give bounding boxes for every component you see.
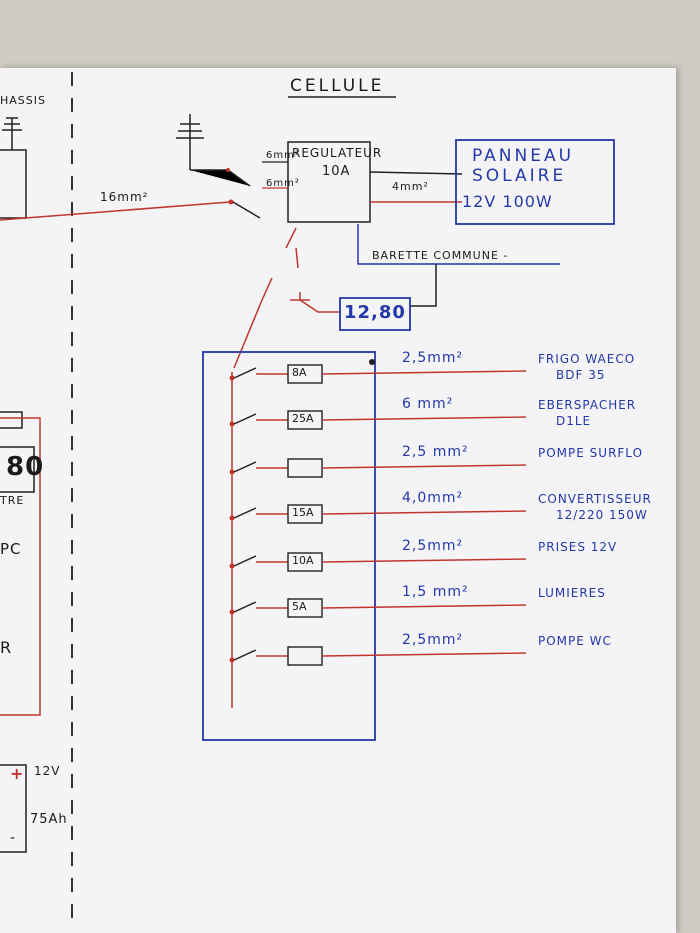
wire-gauge: 2,5 mm²: [402, 444, 469, 460]
circuit-switch: [233, 555, 257, 567]
left-ground-symbol: [2, 117, 22, 150]
fuse-rating: 25A: [292, 412, 314, 425]
regulator-rating: 10A: [322, 164, 351, 179]
battery-capacity: 75Ah: [30, 812, 68, 827]
circuit-wire: [321, 416, 527, 421]
bus-node: [229, 563, 235, 569]
wire-gauge: 2,5mm²: [402, 632, 464, 648]
regulator-box: [287, 141, 371, 223]
bus-node: [229, 657, 235, 663]
left-tre-label: TRE: [0, 494, 25, 507]
left-r-label: R: [0, 638, 13, 657]
chassis-label: HASSIS: [0, 94, 46, 107]
load-name: CONVERTISSEUR: [538, 492, 652, 506]
paper-sheet: [0, 68, 676, 933]
circuit-wire: [321, 464, 527, 469]
circuit-switch: [233, 461, 257, 473]
left-box-top: [0, 149, 27, 219]
circuit-switch: [233, 601, 257, 613]
regulator-wire-top: 6mm²: [266, 150, 300, 161]
bar-commune-label: BARETTE COMMUNE -: [372, 249, 509, 262]
left-red-frame: [0, 417, 41, 716]
fuse-box: [287, 458, 323, 478]
circuit-wire: [321, 558, 527, 563]
fuse-rating: 5A: [292, 600, 307, 613]
distribution-box: [202, 351, 376, 741]
wire-gauge: 2,5mm²: [402, 350, 464, 366]
voltage-display: 12,80: [344, 302, 406, 323]
wire-gauge: 4,0mm²: [402, 490, 464, 506]
battery-minus: -: [10, 830, 17, 846]
left-display-box: [0, 446, 35, 493]
battery-box: [0, 764, 27, 853]
circuit-switch: [233, 367, 257, 379]
bus-node: [229, 375, 235, 381]
wire-gauge: 2,5mm²: [402, 538, 464, 554]
panel-label-3: 12V 100W: [462, 192, 553, 211]
bus-node: [229, 609, 235, 615]
bus-node: [229, 469, 235, 475]
panel-wire-label: 4mm²: [392, 180, 429, 193]
load-name: FRIGO WAECO: [538, 352, 636, 366]
battery-plus: +: [10, 764, 25, 783]
circuit-wire: [321, 510, 527, 515]
circuit-switch: [233, 649, 257, 661]
circuit-wire: [321, 652, 527, 657]
main-switch: [232, 201, 261, 219]
circuit-wire: [321, 370, 527, 375]
wire-gauge: 6 mm²: [402, 396, 454, 412]
panel-label-2: SOLAIRE: [472, 166, 567, 186]
load-detail: D1LE: [556, 414, 592, 428]
load-name: LUMIERES: [538, 586, 606, 600]
load-detail: 12/220 150W: [556, 508, 648, 522]
battery-voltage: 12V: [34, 764, 61, 778]
fuse-rating: 8A: [292, 366, 307, 379]
regulator-wire-bottom: 6mm²: [266, 178, 300, 189]
panel-label-1: PANNEAU: [472, 146, 575, 166]
circuit-switch: [233, 507, 257, 519]
load-name: PRISES 12V: [538, 540, 618, 554]
circuit-rows: [229, 364, 527, 666]
fuse-box: [287, 646, 323, 666]
left-display-value: 80: [6, 452, 45, 482]
solar-panel-box: [455, 139, 615, 225]
wire-gauge: 1,5 mm²: [402, 584, 469, 600]
circuit-switch: [233, 413, 257, 425]
voltage-display-box: [339, 297, 411, 331]
load-name: POMPE WC: [538, 634, 612, 648]
fuse-rating: 15A: [292, 506, 314, 519]
bus-node: [229, 421, 235, 427]
main-wire: [0, 201, 231, 221]
bar-commune-line: [357, 224, 560, 265]
load-detail: BDF 35: [556, 368, 606, 382]
regulator-label: REGULATEUR: [292, 146, 383, 160]
load-name: EBERSPACHER: [538, 398, 637, 412]
panel-wire-neg: [369, 171, 463, 175]
main-wire-label: 16mm²: [100, 190, 149, 204]
fuse-rating: 10A: [292, 554, 314, 567]
circuit-wire: [321, 604, 527, 609]
left-box-small: [0, 411, 23, 429]
left-pc-label: PC: [0, 540, 22, 558]
page-title: CELLULE: [290, 76, 385, 96]
top-ground-symbol: [176, 114, 251, 187]
load-name: POMPE SURFLO: [538, 446, 644, 460]
bus-node: [229, 515, 235, 521]
